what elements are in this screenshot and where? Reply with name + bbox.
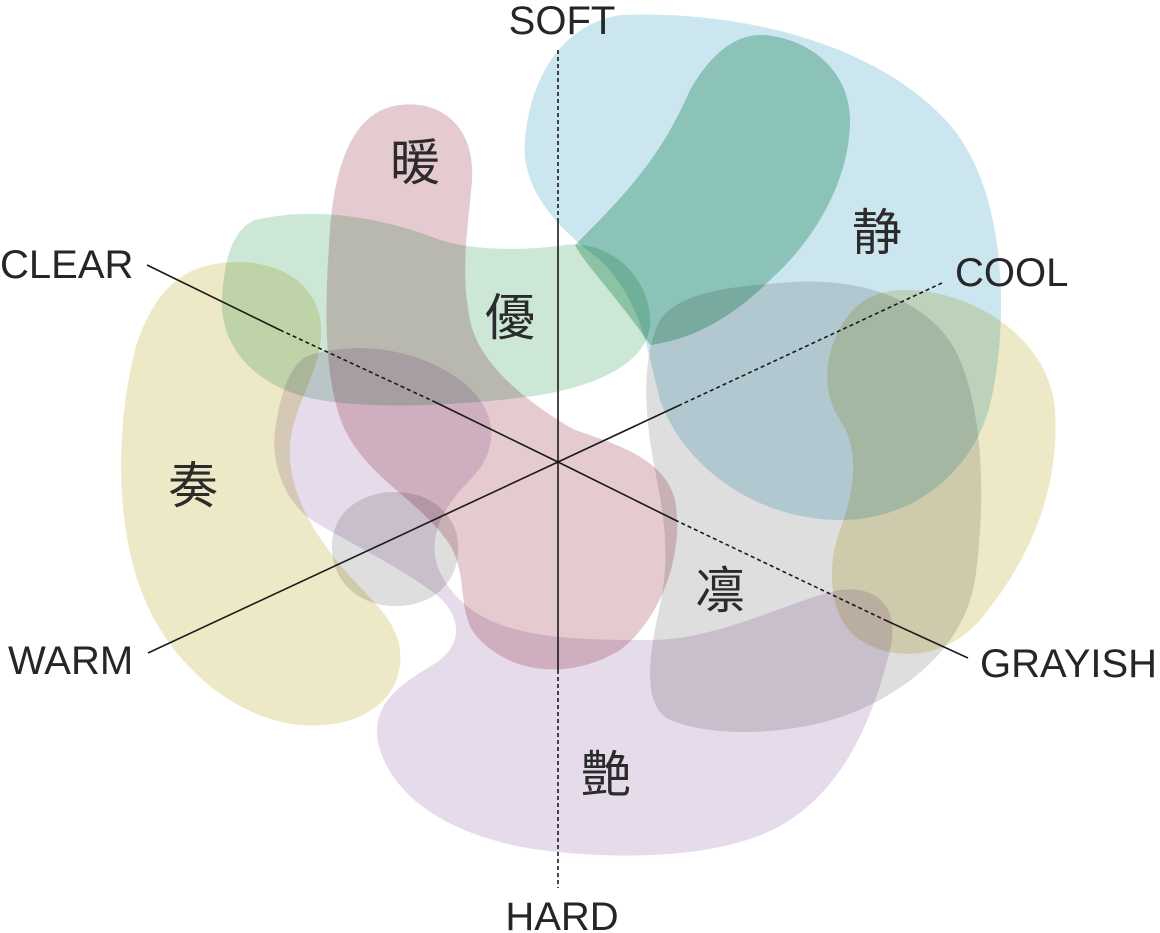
blob-dan [326, 104, 678, 670]
axis-clear-dashed [279, 329, 436, 403]
axis-grayish-dashed [674, 519, 886, 621]
axis-cool-dashed [679, 282, 943, 406]
region-label-en: 艶 [581, 746, 631, 804]
axis-label-hard: HARD [505, 895, 618, 933]
region-label-yuu: 優 [485, 289, 535, 347]
region-label-dan: 暖 [390, 134, 440, 192]
region-label-rin: 凛 [695, 562, 745, 620]
blob-rin-small [331, 492, 459, 607]
blob-sou [121, 262, 401, 726]
axis-label-warm: WARM [8, 639, 133, 683]
axis-label-clear: CLEAR [0, 243, 133, 287]
blob-shizuka-core [575, 34, 850, 345]
region-label-sou: 奏 [168, 457, 218, 515]
axes [146, 50, 969, 888]
region-label-shizuka: 静 [852, 204, 902, 262]
axis-grayish-solid-2 [884, 619, 969, 659]
axis-cool-solid [557, 404, 681, 463]
axis-label-grayish: GRAYISH [980, 642, 1157, 686]
axis-label-cool: COOL [955, 251, 1068, 295]
blob-rin [646, 281, 982, 732]
axis-label-soft: SOFT [509, 0, 616, 43]
axis-clear-solid [146, 264, 281, 331]
region-blobs [121, 14, 1056, 856]
axis-clear-solid-2 [434, 401, 559, 463]
axis-warm-solid [147, 461, 559, 654]
axis-grayish-solid [557, 461, 676, 521]
region-labels: 暖 優 静 奏 凛 艶 [168, 134, 902, 804]
